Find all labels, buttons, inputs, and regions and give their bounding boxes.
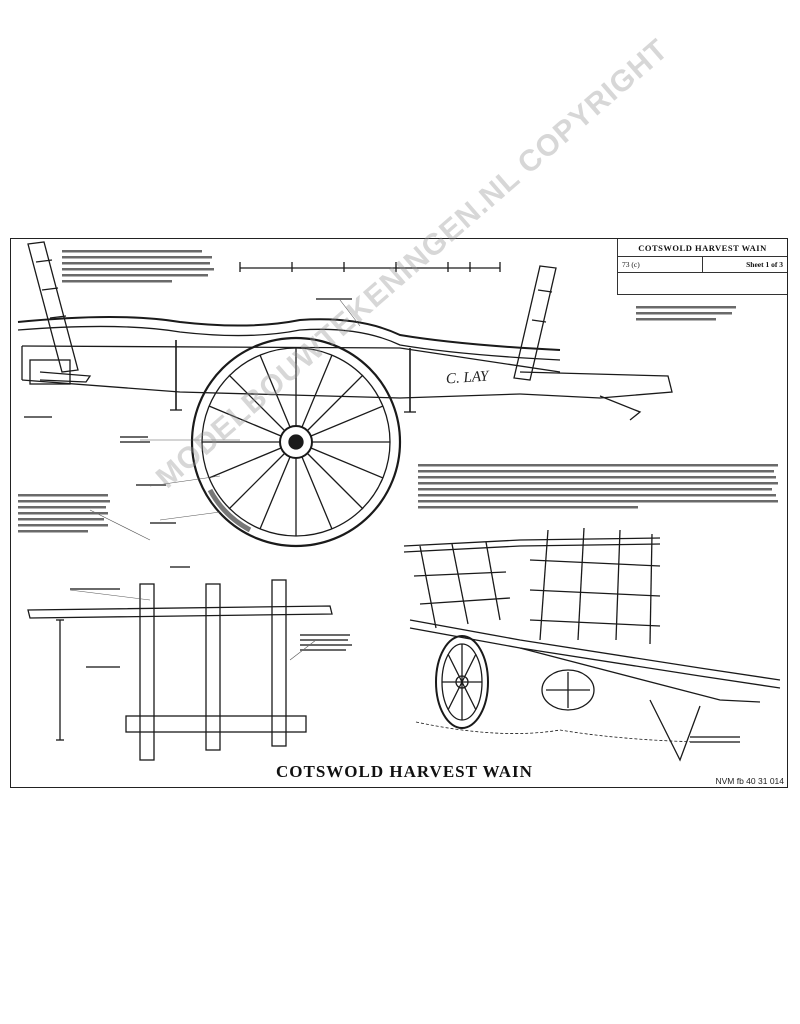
title-block-row: 73 (c) Sheet 1 of 3 (618, 257, 787, 273)
small-print-texture (18, 250, 778, 743)
catalog-number: NVM fb 40 31 014 (715, 776, 784, 786)
wagon-owner-lettering: C. LAY (445, 368, 490, 388)
title-block-ref: 73 (c) (622, 260, 640, 269)
rear-wheel (190, 336, 402, 548)
title-block-sheet: Sheet 1 of 3 (702, 257, 787, 272)
main-title: COTSWOLD HARVEST WAIN (276, 762, 533, 781)
title-block: COTSWOLD HARVEST WAIN 73 (c) Sheet 1 of … (617, 239, 787, 295)
perspective-sketch (403, 527, 781, 762)
catalog-block: NVM fb 40 31 014 (715, 776, 784, 786)
title-block-title: COTSWOLD HARVEST WAIN (618, 239, 787, 257)
ladder-detail (27, 579, 333, 761)
scale-bar (239, 262, 501, 272)
side-elevation (17, 241, 673, 421)
